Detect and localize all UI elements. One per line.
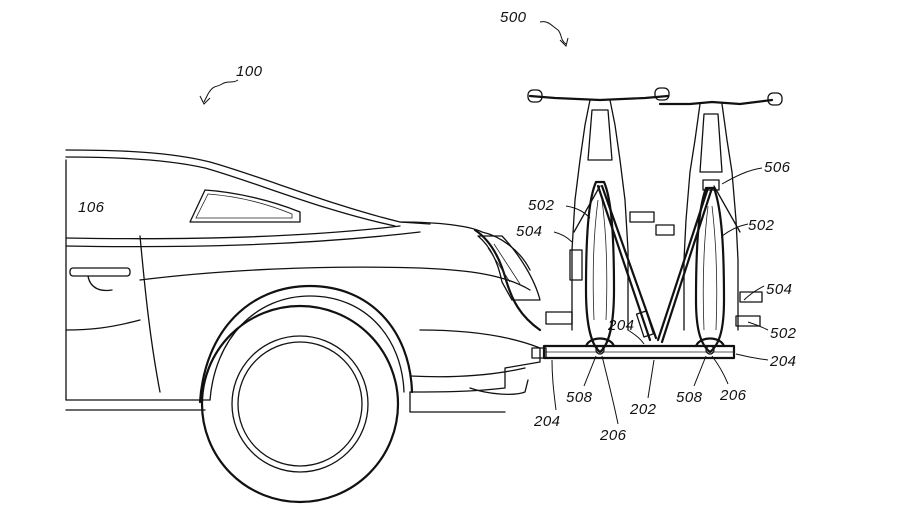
bike-rack	[527, 87, 783, 360]
label-508-left: 508	[566, 389, 593, 406]
label-502-right: 502	[748, 217, 775, 234]
bike-left	[527, 87, 675, 354]
label-502-lower-right: 502	[770, 325, 797, 342]
label-206-left: 206	[599, 427, 627, 444]
label-204-right: 204	[769, 353, 797, 370]
wheel-cradle-left	[584, 337, 616, 348]
leader-lines	[199, 21, 769, 425]
label-106: 106	[78, 199, 105, 216]
quarter-window	[189, 189, 301, 223]
bike-right	[656, 92, 783, 354]
label-504-right: 504	[766, 281, 793, 298]
reference-labels: 100 500 106 502 504 506 502 504 502 204 …	[78, 9, 797, 444]
label-204-left: 204	[533, 413, 561, 430]
tail-light	[477, 235, 541, 301]
wheel-cradle-right	[694, 337, 726, 348]
label-504-left: 504	[516, 223, 543, 240]
frame-clamp	[702, 179, 720, 191]
label-206-right: 206	[719, 387, 747, 404]
strap-left-a	[596, 184, 652, 342]
label-500: 500	[500, 9, 527, 26]
label-100: 100	[236, 63, 263, 80]
label-204-center: 204	[607, 317, 635, 334]
vehicle	[65, 149, 542, 504]
label-502-upper-left: 502	[528, 197, 555, 214]
label-506: 506	[764, 159, 791, 176]
label-202: 202	[629, 401, 657, 418]
rear-wheel	[200, 304, 400, 504]
label-508-right: 508	[676, 389, 703, 406]
